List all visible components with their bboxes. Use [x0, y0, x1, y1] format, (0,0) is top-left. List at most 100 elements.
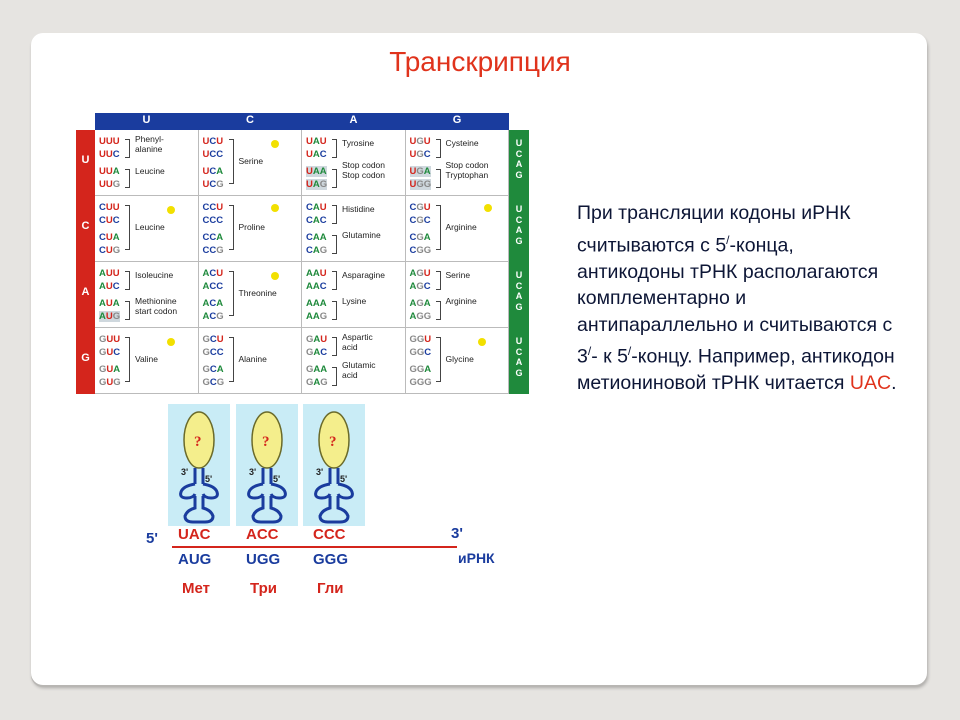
codon-bracket: [125, 169, 130, 188]
codon-bracket: [125, 301, 130, 320]
third-base-g: G: [515, 301, 523, 312]
codon: AGU: [409, 268, 431, 279]
amino-acid-label: Arginine: [445, 222, 477, 232]
trna-molecule: ? 3' 5': [168, 404, 230, 526]
codon-bracket: [435, 337, 441, 382]
third-base-c: C: [515, 214, 523, 225]
codon-bracket: [228, 205, 234, 250]
amino-acid-label: Glutamine: [342, 230, 381, 240]
codon: UGC: [409, 149, 431, 160]
third-base-g: G: [515, 367, 523, 378]
codon: CUU: [99, 202, 120, 213]
amino-acid-label: acid: [342, 370, 358, 380]
codon: UGA: [409, 166, 431, 177]
yellow-dot-icon: [270, 140, 279, 148]
codon-bracket: [332, 139, 337, 158]
codon-bracket: [435, 139, 441, 158]
codon: UAG: [306, 179, 328, 190]
text-end: .: [891, 372, 897, 394]
third-base-a: A: [515, 159, 523, 169]
codon: GAG: [306, 377, 328, 388]
codon: GAA: [306, 364, 328, 375]
slide-title: Транскрипция: [389, 46, 571, 77]
text-sup-3: /: [627, 344, 632, 358]
header-base-u: U: [142, 114, 151, 126]
amino-acid-label: Serine: [238, 156, 264, 166]
codon: GCC: [202, 347, 224, 358]
mrna-strand-line: [172, 546, 457, 548]
amino-acid-label: start codon: [135, 306, 178, 316]
codon: CUC: [99, 215, 120, 226]
codon-bracket: [125, 337, 130, 382]
codon: CUG: [99, 245, 121, 256]
codon: ACG: [202, 311, 224, 322]
codon: GCA: [202, 364, 224, 375]
codon: GAC: [306, 347, 328, 358]
codon: GUC: [99, 347, 121, 358]
codon: UCG: [202, 179, 224, 190]
amino-acid-label: alanine: [135, 144, 163, 154]
codon: ACA: [202, 298, 224, 309]
codon-bracket: [332, 301, 337, 320]
amino-acid-label: Stop codon: [342, 160, 386, 170]
codon: AGC: [409, 281, 431, 292]
row-base-a: A: [81, 286, 90, 298]
strand-5-prime: 5': [146, 530, 158, 547]
codon: AAG: [306, 311, 328, 322]
trna-icon: ? 3' 5': [314, 411, 354, 524]
amino-acid-label: Lysine: [342, 296, 367, 306]
codon-bracket: [332, 235, 337, 254]
svg-text:5': 5': [205, 474, 212, 484]
codon: UUU: [99, 136, 120, 147]
anticodon-label: CCC: [313, 526, 346, 543]
codon-bracket: [228, 271, 234, 316]
codon-bracket: [125, 139, 130, 158]
amino-acid-label: Stop codon: [342, 170, 386, 180]
codon-bracket: [125, 205, 130, 250]
third-base-c: C: [515, 280, 523, 291]
third-base-g: G: [515, 235, 523, 246]
codon-bracket: [228, 337, 234, 382]
codon: CAG: [306, 245, 328, 256]
trna-molecule: ? 3' 5': [236, 404, 298, 526]
codon-bracket: [125, 271, 130, 290]
codon: GGU: [409, 334, 432, 345]
header-base-c: C: [246, 114, 254, 126]
codon: CCU: [202, 202, 224, 213]
codon: UCA: [202, 166, 224, 177]
third-base-a: A: [515, 225, 523, 235]
amino-acid-label: Aspartic: [342, 332, 373, 342]
yellow-dot-icon: [167, 206, 175, 214]
codon: ACC: [202, 281, 224, 292]
text-highlight-uac: UAC: [849, 372, 892, 394]
amino-acid-label: Tyrosine: [342, 138, 375, 148]
codon-bracket: [435, 301, 441, 320]
codon: GAU: [306, 334, 328, 345]
codon: AAA: [306, 298, 327, 309]
codon: GGC: [409, 347, 432, 358]
yellow-dot-icon: [270, 272, 279, 280]
amino-acid-label: Asparagine: [342, 270, 386, 280]
amino-acid-label: Leucine: [135, 222, 165, 232]
svg-text:5': 5': [340, 474, 347, 484]
svg-text:5': 5': [273, 474, 280, 484]
codon: CAU: [306, 202, 327, 213]
amino-acid-label: Methionine: [135, 296, 177, 306]
trna-loop-mark: ?: [194, 434, 202, 450]
codon-label: AUG: [178, 551, 212, 568]
yellow-dot-icon: [477, 338, 486, 346]
codon: GUU: [99, 334, 121, 345]
row-base-g: G: [81, 352, 90, 364]
codon: UAC: [306, 149, 327, 160]
amino-acid-abbrev: Гли: [317, 580, 344, 597]
codon: UGU: [409, 136, 431, 147]
